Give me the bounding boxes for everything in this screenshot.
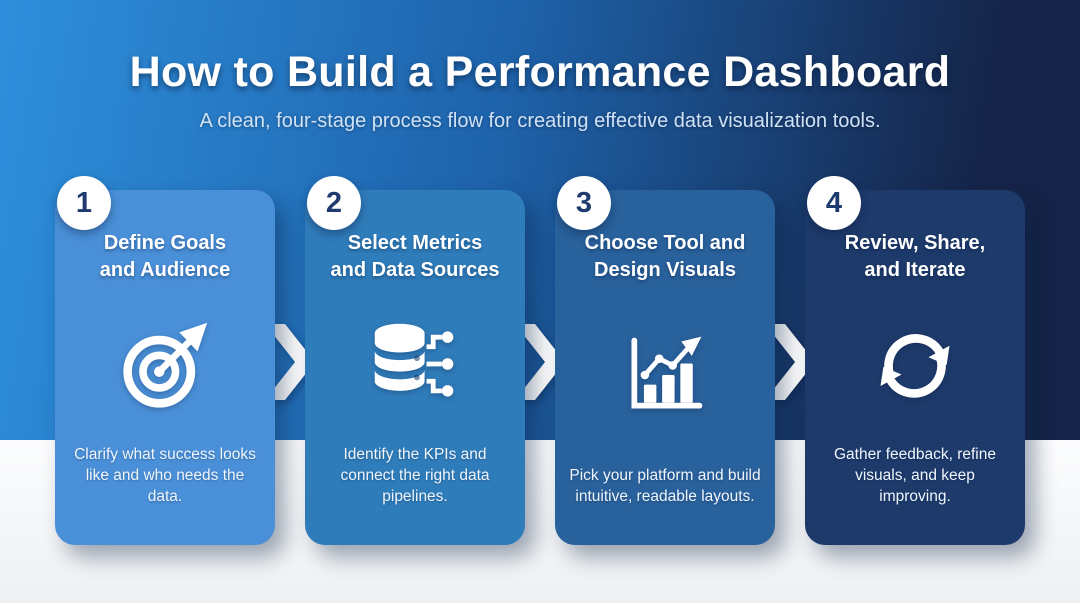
step-description: Clarify what success looks like and who … xyxy=(74,446,256,505)
page-title: How to Build a Performance Dashboard xyxy=(129,48,951,96)
step-description: Gather feedback, refine visuals, and kee… xyxy=(834,446,996,505)
database-icon xyxy=(369,284,461,444)
step-title: Choose Tool and Design Visuals xyxy=(584,232,746,281)
header: How to Build a Performance Dashboard A c… xyxy=(0,0,1080,133)
step-number-badge: 2 xyxy=(307,176,361,230)
step-card-3: 3 Choose Tool and Design Visuals Pick yo… xyxy=(555,176,775,545)
page-subtitle: A clean, four-stage process flow for cre… xyxy=(199,110,881,132)
step-title: Define Goals and Audience xyxy=(99,232,231,281)
step-description: Identify the KPIs and connect the right … xyxy=(340,446,490,505)
step-title: Select Metrics and Data Sources xyxy=(330,232,500,281)
step-number-badge: 3 xyxy=(557,176,611,230)
bar-chart-icon xyxy=(619,284,711,465)
step-card-1: 1 Define Goals and Audience Clarify what… xyxy=(55,176,275,545)
step-number-badge: 4 xyxy=(807,176,861,230)
step-title: Review, Share, and Iterate xyxy=(844,232,986,281)
refresh-icon xyxy=(869,284,961,444)
target-icon xyxy=(119,284,211,444)
step-description: Pick your platform and build intuitive, … xyxy=(569,467,761,505)
step-card-4: 4 Review, Share, and Iterate Gather feed… xyxy=(805,176,1025,545)
step-card-2: 2 Select Metrics and Data Sources Identi… xyxy=(305,176,525,545)
step-number-badge: 1 xyxy=(57,176,111,230)
